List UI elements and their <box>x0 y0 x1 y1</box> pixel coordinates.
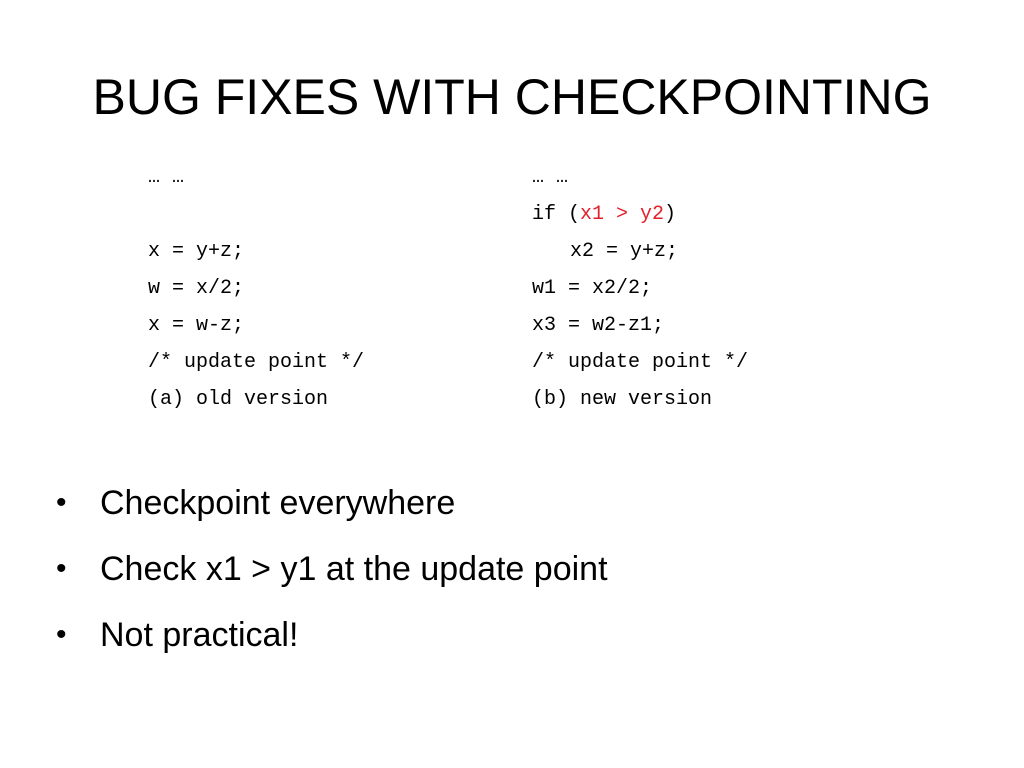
bullet-item: • Not practical! <box>56 602 608 668</box>
if-close: ) <box>664 203 677 226</box>
old-version-caption: (a) old version <box>148 388 329 411</box>
code-line-blank <box>148 196 364 233</box>
code-line-ellipsis: … … <box>532 166 569 189</box>
highlighted-condition: x1 > y2 <box>580 203 665 226</box>
code-line: w1 = x2/2; <box>532 277 653 300</box>
code-comment-update-point: /* update point */ <box>532 351 749 374</box>
bullet-text: Not practical! <box>100 615 299 654</box>
new-version-caption: (b) new version <box>532 388 713 411</box>
if-open: if ( <box>532 203 581 226</box>
code-comment-update-point: /* update point */ <box>148 351 365 374</box>
old-version-code: … … x = y+z; w = x/2; x = w-z; /* update… <box>148 159 364 418</box>
code-line: x2 = y+z; <box>570 240 679 263</box>
bullet-dot-icon: • <box>56 486 67 519</box>
bullet-dot-icon: • <box>56 552 67 585</box>
code-line: x = w-z; <box>148 314 245 337</box>
bullet-text: Check x1 > y1 at the update point <box>100 549 608 588</box>
code-line: x3 = w2-z1; <box>532 314 665 337</box>
bullet-list: • Checkpoint everywhere • Check x1 > y1 at… <box>56 470 608 668</box>
code-line-ellipsis: … … <box>148 166 185 189</box>
bullet-item: • Checkpoint everywhere <box>56 470 608 536</box>
code-line-if: if (x1 > y2) <box>532 196 748 233</box>
bullet-text: Checkpoint everywhere <box>100 483 456 522</box>
new-version-code: … … if (x1 > y2) x2 = y+z; w1 = x2/2; x3… <box>532 159 748 418</box>
slide-title: BUG FIXES WITH CHECKPOINTING <box>92 69 932 125</box>
bullet-dot-icon: • <box>56 618 67 651</box>
code-line: x = y+z; <box>148 240 245 263</box>
code-line: w = x/2; <box>148 277 245 300</box>
bullet-item: • Check x1 > y1 at the update point <box>56 536 608 602</box>
